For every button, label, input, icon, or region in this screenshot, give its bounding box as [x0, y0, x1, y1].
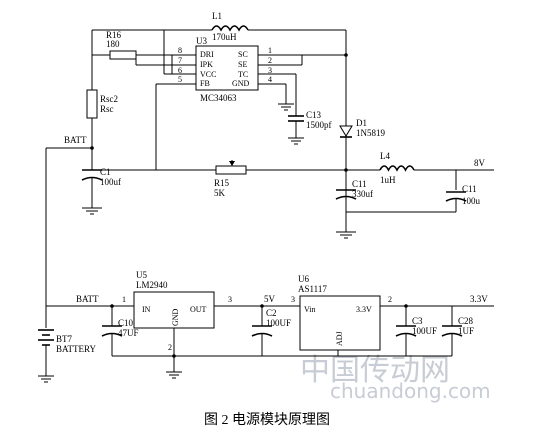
battery-bt7 — [38, 329, 54, 383]
u5-num-3: 3 — [228, 295, 232, 304]
watermark-cn: 中国传动网 — [300, 353, 450, 388]
u5-pin-in: IN — [142, 305, 151, 314]
l1-ref: L1 — [212, 11, 222, 21]
l4-value: 1uH — [380, 175, 396, 185]
capacitor-c2 — [251, 325, 273, 344]
r16-value: 180 — [106, 39, 120, 49]
c2-ref: C2 — [266, 308, 277, 318]
c10-value: 47UF — [118, 328, 139, 338]
bt7-value: BATTERY — [56, 344, 97, 354]
c3-value: 100UF — [412, 326, 437, 336]
ground-u5 — [166, 371, 182, 379]
pin-se: SE — [238, 60, 247, 69]
capacitor-c11-100 — [346, 191, 467, 213]
c28-ref: C28 — [458, 316, 474, 326]
u6-part: AS1117 — [298, 284, 327, 294]
label-5v: 5V — [264, 294, 276, 304]
lm2940-chip — [133, 291, 215, 329]
pot-arrow — [229, 161, 235, 166]
pin-num-3: 3 — [268, 66, 272, 75]
u5-num-2: 2 — [168, 343, 172, 352]
c11b-ref: C11 — [462, 184, 477, 194]
inductor-l1 — [211, 25, 249, 32]
bt7-ref: BT7 — [56, 334, 73, 344]
as1117-chip — [299, 295, 381, 351]
u5-num-1: 1 — [122, 295, 126, 304]
d1-ref: D1 — [356, 118, 367, 128]
capacitor-c3 — [395, 325, 417, 344]
u5-part: LM2940 — [136, 280, 168, 290]
c3-ref: C3 — [412, 316, 423, 326]
u6-ref: U6 — [298, 274, 309, 284]
switch-node-wires — [301, 30, 347, 126]
pin-gnd: GND — [232, 79, 250, 88]
l1-value: 170uH — [212, 32, 237, 42]
resistor-r15 — [215, 165, 247, 175]
ic-gnd-wires — [278, 84, 294, 111]
pin-num-7: 7 — [178, 56, 182, 65]
c2-value: 100UF — [266, 318, 291, 328]
pin-ipk: IPK — [200, 60, 213, 69]
pin-tc: TC — [238, 70, 248, 79]
u3-part: MC34063 — [200, 93, 237, 103]
c10-ref: C10 — [118, 318, 134, 328]
u6-num-3: 3 — [291, 295, 295, 304]
r15-ref: R15 — [214, 178, 230, 188]
capacitor-c11-330 — [335, 189, 357, 239]
u6-pin-adj: ADJ — [335, 331, 344, 346]
pin-fb: FB — [200, 79, 210, 88]
watermark: 中国传动网 chuandong.com — [300, 353, 491, 403]
c11a-ref: C11 — [352, 179, 367, 189]
c13-ref: C13 — [306, 110, 322, 120]
r16-ref: R16 — [106, 30, 122, 40]
batt-upper-wires — [45, 147, 92, 328]
watermark-en: chuandong.com — [330, 379, 491, 403]
pin-vcc: VCC — [200, 70, 216, 79]
inductor-l4 — [379, 165, 415, 172]
u6-pin-out: 3.3V — [356, 305, 372, 314]
batt-label-lower: BATT — [76, 294, 99, 304]
batt-label-upper: BATT — [64, 135, 87, 145]
u5-pin-out: OUT — [190, 305, 207, 314]
pin-num-4: 4 — [268, 75, 272, 84]
c11a-value: 330uf — [352, 189, 373, 199]
pin-num-5: 5 — [178, 75, 182, 84]
u3-ref: U3 — [196, 36, 207, 46]
r15-value: 5K — [214, 188, 226, 198]
pin-dri: DRI — [200, 50, 214, 59]
c1-ref: C1 — [100, 167, 111, 177]
c11b-value: 100u — [462, 196, 481, 206]
mc34063-chip — [195, 45, 259, 91]
label-3v3: 3.3V — [470, 294, 488, 304]
u5-pin-gnd: GND — [171, 308, 180, 326]
rsc2-ref: Rsc2 — [100, 94, 118, 104]
c13-value: 1500pf — [306, 120, 332, 130]
pin-num-1: 1 — [268, 46, 272, 55]
rsc2-value: Rsc — [100, 104, 114, 114]
pin-sc: SC — [238, 50, 248, 59]
c28-value: 1UF — [458, 326, 474, 336]
capacitor-c28 — [441, 325, 463, 344]
l4-ref: L4 — [380, 151, 390, 161]
capacitor-c10 — [101, 325, 123, 344]
c1-value: 100uf — [100, 177, 121, 187]
resistor-r16 — [109, 50, 137, 60]
pin-num-6: 6 — [178, 66, 182, 75]
figure-caption: 图 2 电源模块原理图 — [204, 412, 330, 428]
u6-pin-vin: Vin — [304, 305, 316, 314]
u6-num-2: 2 — [388, 295, 392, 304]
capacitor-c13 — [288, 74, 304, 145]
d1-value: 1N5819 — [356, 128, 385, 138]
capacitor-c1 — [81, 169, 103, 215]
pin-num-8: 8 — [178, 46, 182, 55]
lower-rail-wires — [46, 305, 494, 372]
output-rail — [346, 169, 494, 190]
resistor-rsc2 — [86, 89, 98, 119]
label-8v: 8V — [474, 158, 486, 168]
u5-ref: U5 — [136, 270, 147, 280]
pin-num-2: 2 — [268, 56, 272, 65]
ic-pin-wires — [136, 54, 302, 85]
